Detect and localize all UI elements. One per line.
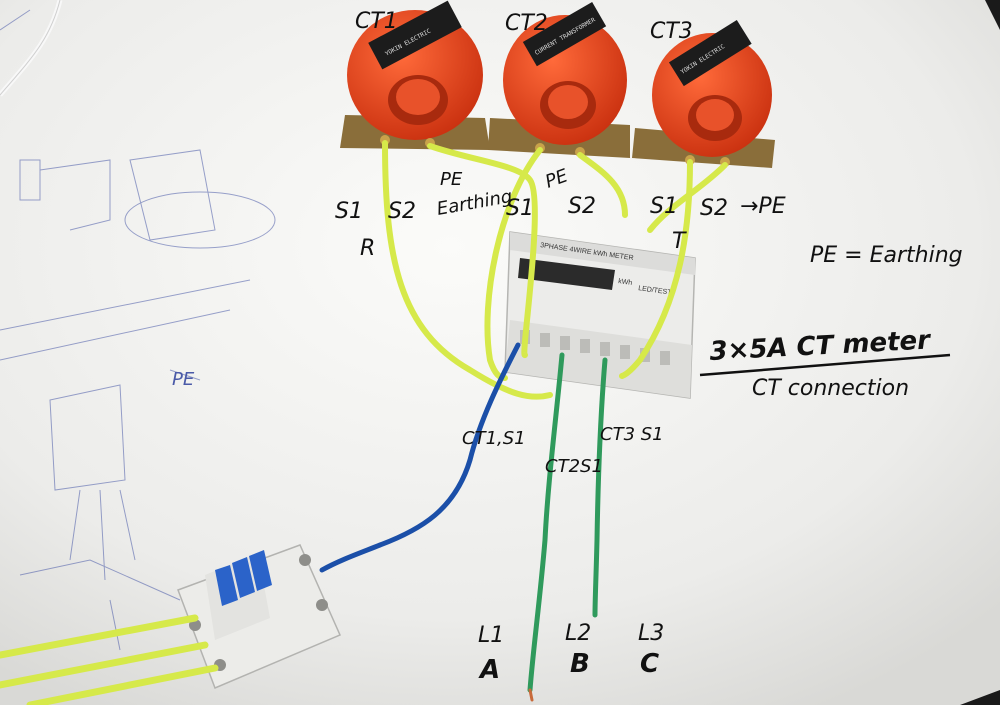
label-pe-legend: PE = Earthing — [810, 243, 963, 268]
meter-display — [518, 258, 615, 290]
wire-ct3-s2 — [647, 162, 728, 233]
label-l1: L1 — [478, 623, 504, 648]
ct2-transformer: CURRENT TRANSFORMER — [488, 2, 630, 158]
kwh-meter: 3PHASE 4WIRE kWh METER kWh LED/TEST — [504, 231, 696, 399]
label-ct1: CT1 — [355, 9, 398, 34]
wire-ct2-s1 — [484, 147, 543, 381]
label-ct3-s2: S2 — [700, 196, 728, 221]
supply-wire-2 — [0, 641, 209, 689]
wire-ct2-s1-green — [527, 352, 565, 693]
label-l2: L2 — [565, 621, 591, 646]
label-pe-3: →PE — [740, 194, 786, 219]
label-ct1-s1-wire: CT1,S1 — [462, 428, 526, 449]
label-t: T — [672, 229, 687, 254]
label-sketch-pe: PE — [172, 369, 195, 390]
label-phase-c: C — [640, 649, 659, 679]
label-l3: L3 — [638, 621, 664, 646]
label-ct2: CT2 — [505, 11, 548, 36]
breaker-toggle-2 — [232, 557, 255, 598]
wiring — [0, 140, 728, 705]
breaker-toggle-1 — [215, 565, 238, 606]
svg-text:LED/TEST: LED/TEST — [638, 285, 673, 297]
supply-wire-1 — [0, 614, 199, 659]
copper-core — [528, 688, 534, 702]
ct1-nameplate — [368, 0, 462, 70]
label-ct2-s2: S2 — [568, 194, 596, 219]
wire-ct2-s2 — [577, 152, 628, 218]
wire-ct3-s1 — [619, 159, 693, 379]
svg-text:kWh: kWh — [618, 278, 633, 287]
ct3-nameplate — [668, 19, 752, 87]
ct2-nameplate — [522, 2, 607, 67]
label-r: R — [360, 236, 375, 261]
supply-wire-3 — [26, 664, 219, 705]
label-ct1-s2: S2 — [388, 199, 416, 224]
wire-ct3-s1-green — [592, 357, 608, 618]
wire-ct1-s1 — [382, 140, 553, 400]
label-ct1-s1: S1 — [335, 199, 363, 224]
label-phase-a: A — [478, 655, 500, 685]
ct1-transformer: YOKIN ELECTRIC — [340, 0, 490, 150]
label-phase-b: B — [570, 649, 590, 679]
label-ct3-s1: S1 — [650, 194, 678, 219]
breaker-toggle-3 — [249, 550, 272, 591]
circuit-breaker — [177, 544, 341, 689]
label-ct-connection: CT connection — [752, 376, 909, 401]
label-pe-1: PE — [440, 169, 463, 190]
wire-ct1-s1-blue — [319, 342, 521, 573]
label-ct2-s1-wire: CT2S1 — [545, 456, 603, 477]
label-ct3-s1-wire: CT3 S1 — [600, 424, 664, 445]
wire-ct1-s2 — [427, 143, 538, 359]
label-ct2-s1: S1 — [506, 196, 534, 221]
pencil-sketch — [0, 9, 276, 651]
label-ct3: CT3 — [650, 19, 693, 44]
